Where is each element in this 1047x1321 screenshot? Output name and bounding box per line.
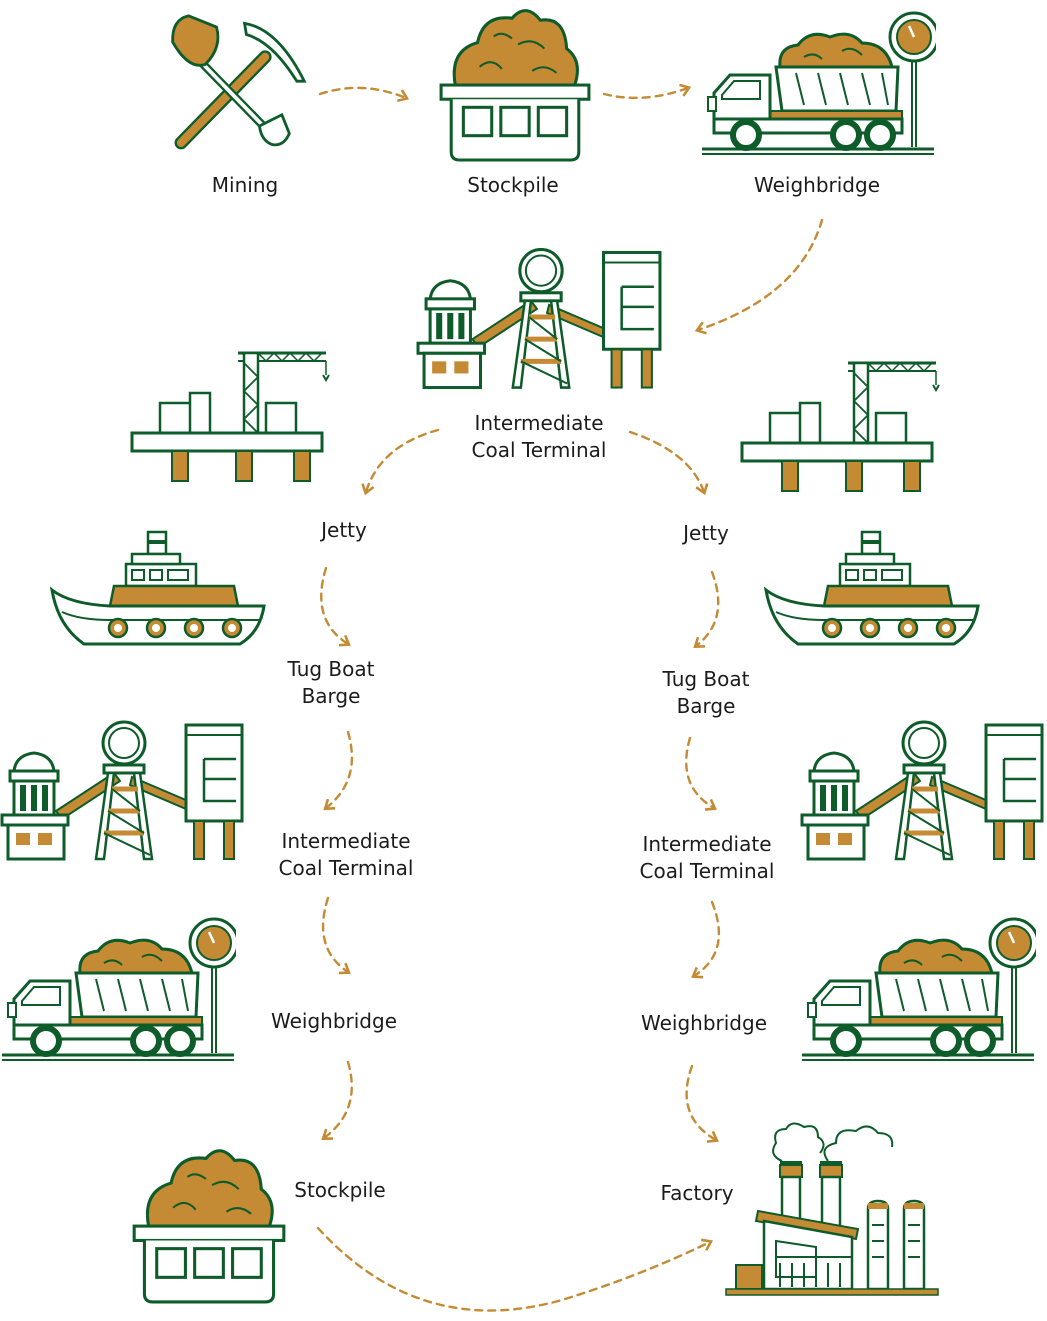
flow-arrow (685, 1064, 719, 1143)
coal-terminal-icon (418, 249, 660, 387)
terminal-label: Intermediate Coal Terminal (471, 411, 607, 462)
mining-label: Mining (211, 173, 279, 197)
factory-icon (724, 1122, 940, 1297)
flow-arrow (316, 1226, 714, 1312)
jetty-crane-icon (130, 351, 331, 483)
flow-arrow (320, 566, 351, 647)
weighbridge-label: Weighbridge (753, 173, 881, 197)
flow-arrow (318, 86, 410, 103)
jetty-crane-icon (740, 361, 941, 493)
stockpile-icon (439, 9, 591, 162)
tug-boat-barge-label-right: Tug Boat Barge (662, 667, 750, 718)
flow-arrow (694, 218, 824, 335)
mining-tools-icon (173, 16, 305, 145)
weighbridge-truck-icon (2, 919, 238, 1060)
stockpile-icon (132, 1149, 286, 1304)
tug-boat-icon (50, 530, 266, 646)
jetty-label-right: Jetty (683, 521, 729, 545)
flow-arrow (321, 1060, 353, 1141)
flow-arrow (323, 730, 354, 811)
tug-boat-barge-label-left: Tug Boat Barge (287, 657, 375, 708)
tug-boat-icon (764, 530, 980, 646)
coal-terminal-icon (2, 722, 242, 859)
flow-arrow (361, 428, 440, 496)
flow-arrow (602, 83, 692, 100)
stockpile-label: Stockpile (467, 173, 559, 197)
terminal-label-right: Intermediate Coal Terminal (639, 832, 775, 883)
terminal-label-left: Intermediate Coal Terminal (278, 829, 414, 880)
weighbridge-label-left: Weighbridge (270, 1009, 398, 1033)
jetty-label-left: Jetty (321, 518, 367, 542)
weighbridge-truck-icon (802, 919, 1038, 1060)
flow-arrow (321, 896, 351, 975)
weighbridge-truck-icon (702, 13, 938, 154)
stockpile-label-left: Stockpile (294, 1178, 386, 1202)
flow-arrow (685, 736, 717, 811)
coal-terminal-icon (802, 722, 1042, 859)
flow-arrow (691, 900, 720, 979)
flow-arrow (693, 570, 720, 649)
weighbridge-label-right: Weighbridge (640, 1011, 768, 1035)
factory-label: Factory (660, 1181, 734, 1205)
flow-arrow (628, 430, 709, 496)
